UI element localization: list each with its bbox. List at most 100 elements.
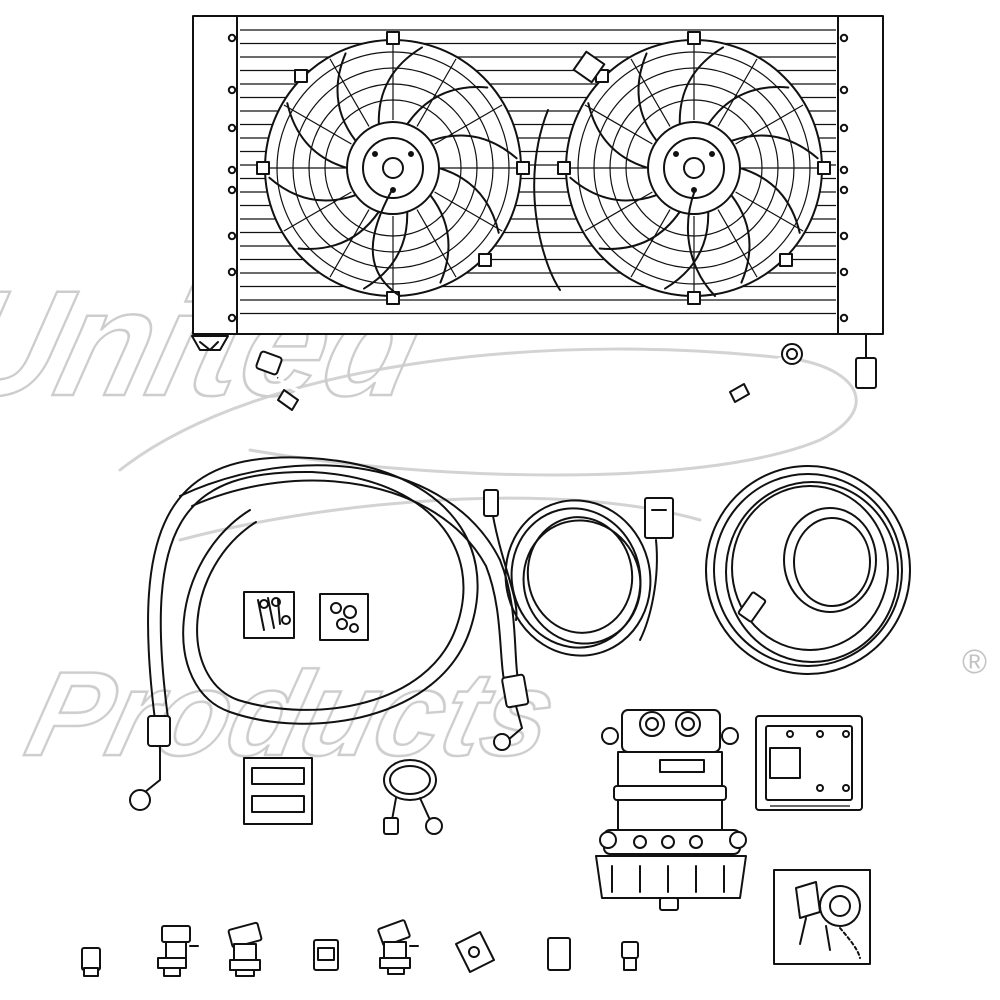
fan-guard-spoke — [630, 209, 671, 278]
fan-blade — [707, 86, 790, 126]
condenser-foot-left — [191, 335, 229, 351]
fan-guard-spoke — [416, 58, 457, 127]
o-ring-pack — [319, 593, 369, 641]
frame-bolt — [839, 267, 849, 277]
fan-guard-spoke — [329, 58, 370, 127]
fan-hub — [382, 157, 404, 179]
fan-guard-spoke — [434, 191, 503, 232]
frame-bolt — [839, 165, 849, 175]
fan-blade — [268, 176, 357, 202]
mounting-clip — [455, 931, 495, 973]
compressor-head — [621, 709, 721, 753]
hose-nut-right — [493, 733, 511, 751]
condenser-drain-fitting — [855, 357, 877, 389]
fan-guard-spoke — [735, 191, 804, 232]
fan-mount-tab — [817, 161, 831, 175]
wire-coil — [705, 465, 911, 675]
fan-blade — [297, 210, 380, 250]
hose-clamp — [383, 759, 443, 835]
fan-blade — [730, 134, 819, 160]
valve-fitting-card — [773, 869, 871, 965]
fan-blade — [438, 167, 500, 234]
fan-blade — [664, 210, 710, 290]
fan-wire-left — [371, 189, 401, 297]
fan-hub — [683, 157, 705, 179]
small-fitting-1 — [81, 947, 101, 977]
registered-mark: ® — [962, 643, 987, 681]
small-fitting-2 — [313, 939, 339, 971]
fan-blade — [569, 176, 658, 202]
fan-guard-spoke — [630, 58, 671, 127]
cooling-fan-right — [557, 31, 831, 305]
fan-mount-tab — [687, 31, 701, 45]
fan-mount-tab — [687, 291, 701, 305]
fan-blade — [587, 102, 649, 169]
fan-blade — [730, 194, 751, 284]
fan-motor-cap — [663, 137, 725, 199]
suction-hose-loop — [129, 456, 530, 811]
bolt-hardware-pack — [243, 591, 295, 639]
hose-nut-left — [129, 789, 151, 811]
fan-guard-spoke — [283, 104, 352, 145]
fan-hub-screw — [673, 151, 679, 157]
frame-bolt — [227, 185, 237, 195]
fan-mount-tab — [779, 253, 793, 267]
fan-blade — [637, 52, 658, 142]
fan-hub-screw — [372, 151, 378, 157]
frame-bolt — [839, 85, 849, 95]
fan-guard-spoke — [735, 104, 804, 145]
fan-wire-right — [687, 189, 716, 297]
fan-blade — [598, 210, 681, 250]
frame-bolt — [839, 313, 849, 323]
hose-fitting-right — [501, 673, 530, 709]
frame-bolt — [839, 123, 849, 133]
liquid-line-hose — [255, 343, 803, 418]
fan-blade — [739, 167, 801, 234]
ac-compressor — [595, 709, 747, 911]
small-fitting-3 — [547, 937, 571, 971]
condenser-fan-assembly — [191, 15, 884, 389]
control-module — [755, 715, 863, 811]
frame-bolt — [227, 267, 237, 277]
fan-guard-spoke — [416, 209, 457, 278]
fan-mount-tab — [256, 161, 270, 175]
fan-blade — [429, 194, 450, 284]
frame-bolt — [227, 33, 237, 43]
fan-blade — [363, 210, 409, 290]
fan-blade — [406, 86, 489, 126]
fan-blade — [377, 46, 423, 126]
fan-blade — [286, 102, 348, 169]
hose-fitting-left — [147, 715, 171, 747]
harness-connector-large — [644, 497, 674, 539]
frame-bolt — [227, 313, 237, 323]
fan-guard-spoke — [434, 104, 503, 145]
fan-blade — [336, 52, 357, 142]
cooling-fan-left — [256, 31, 530, 305]
fan-motor-cap — [362, 137, 424, 199]
compressor-clutch — [603, 829, 741, 855]
fan-hub-screw — [408, 151, 414, 157]
frame-bolt — [839, 33, 849, 43]
coil-connector — [737, 591, 767, 623]
wiring-harness — [483, 489, 674, 657]
fan-guard-spoke — [717, 209, 758, 278]
frame-bolt — [227, 123, 237, 133]
fan-blade — [678, 46, 724, 126]
fan-mount-tab — [478, 253, 492, 267]
fan-guard-spoke — [329, 209, 370, 278]
frame-bolt — [227, 231, 237, 241]
fan-guard-spoke — [584, 104, 653, 145]
frame-bolt — [227, 165, 237, 175]
small-fitting-4 — [621, 941, 639, 971]
mounting-bolts — [227, 33, 849, 323]
fan-mount-tab — [516, 161, 530, 175]
frame-bolt — [839, 185, 849, 195]
fan-guard-spoke — [584, 191, 653, 232]
fan-mount-tab — [386, 31, 400, 45]
fan-blade — [429, 134, 518, 160]
pressure-switch-3 — [377, 919, 419, 975]
fan-guard-spoke — [717, 58, 758, 127]
compressor-body-lower — [617, 799, 723, 831]
frame-bolt — [227, 85, 237, 95]
